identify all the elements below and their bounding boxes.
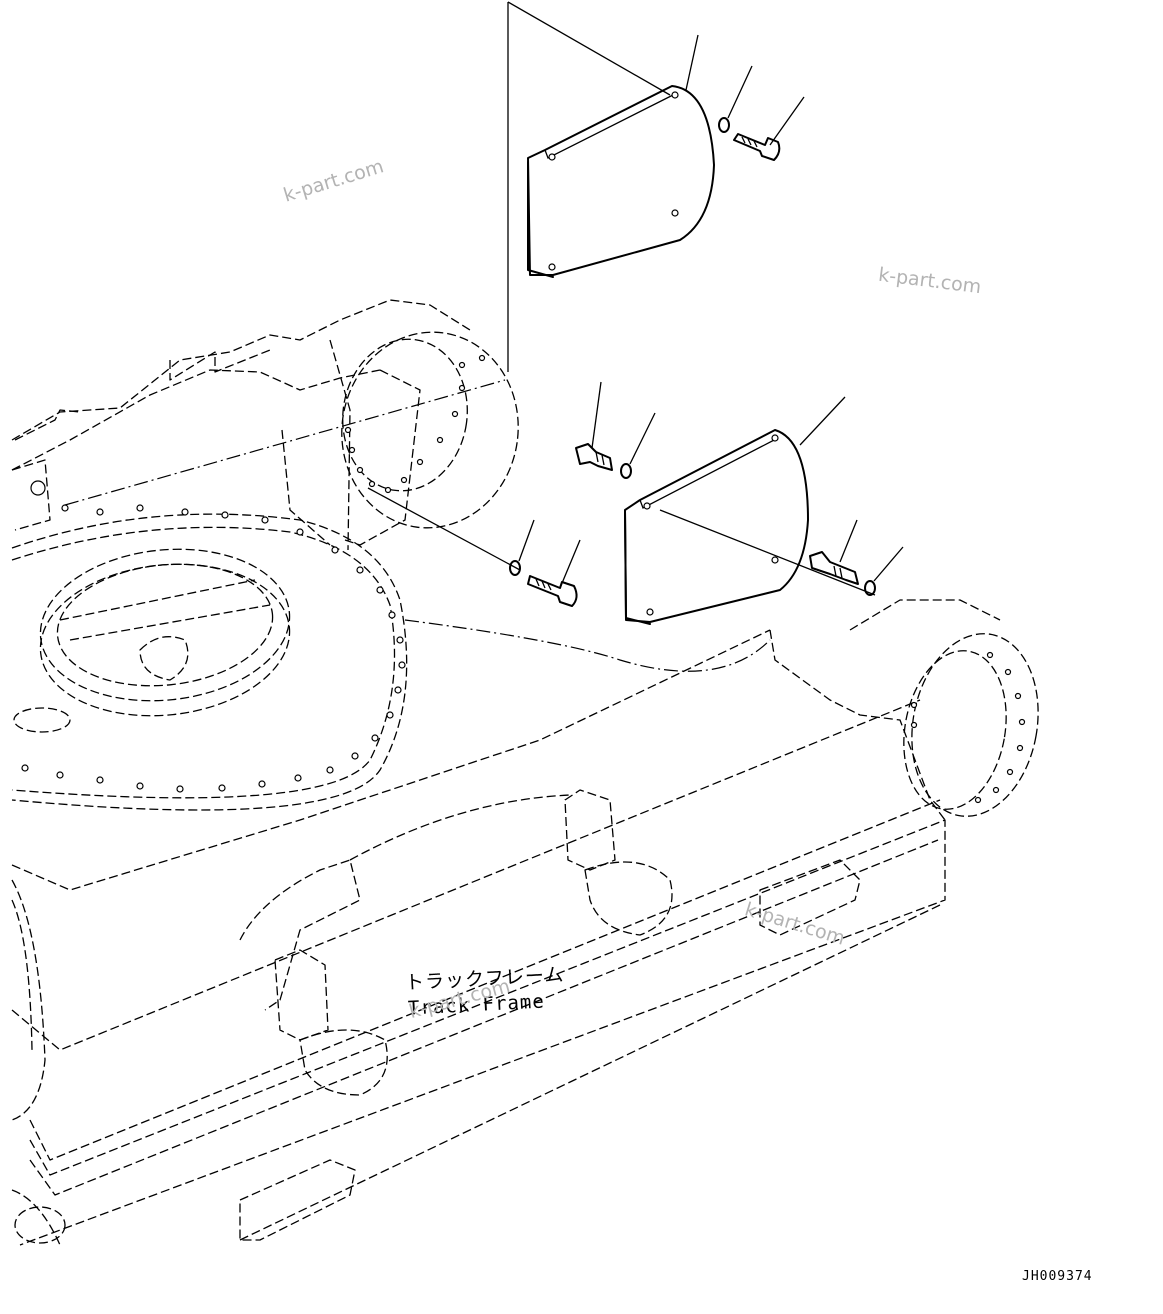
track-frame-outline [11, 299, 1039, 1246]
mid-washer [620, 412, 656, 479]
mid-bolt [575, 381, 613, 471]
alignment-lines [367, 1, 876, 596]
right-bolt [809, 519, 859, 585]
left-washer [509, 519, 535, 576]
right-washer [864, 546, 904, 596]
drawing-code: JH009374 [1022, 1269, 1093, 1284]
upper-washer [718, 65, 753, 133]
left-bolt [527, 539, 581, 607]
center-bolt-ring [21, 504, 406, 793]
centerline [64, 379, 506, 506]
front-bolt-ring [910, 651, 1026, 804]
upper-bolt [733, 96, 805, 161]
rear-bolt-ring [344, 354, 486, 494]
lower-cover-plate [624, 396, 846, 625]
upper-cover-plate [527, 34, 715, 278]
